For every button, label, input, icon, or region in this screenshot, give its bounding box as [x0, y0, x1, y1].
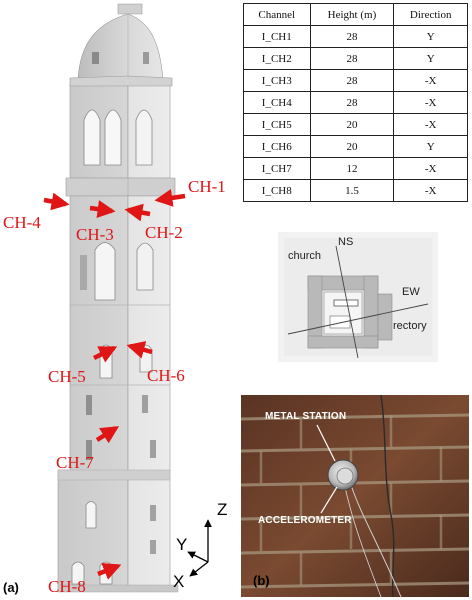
label-ch7: CH-7 — [56, 453, 94, 472]
cell-direction: -X — [393, 179, 468, 202]
cell-height: 28 — [309, 69, 395, 92]
arrow-ch3 — [89, 200, 116, 218]
sensor-arrows — [43, 188, 186, 580]
plan-church-label: church — [288, 250, 322, 262]
label-ch6: CH-6 — [147, 366, 185, 385]
label-ch8: CH-8 — [48, 577, 86, 596]
label-ch5: CH-5 — [48, 367, 86, 386]
plan-ns-label: NS — [338, 236, 354, 248]
cell-height: 28 — [309, 91, 395, 114]
cell-direction: -X — [393, 157, 468, 180]
axis-z-label: Z — [217, 500, 228, 519]
photo-sensor-label: ACCELEROMETER — [258, 515, 352, 526]
photo-station-label: METAL STATION — [265, 411, 347, 422]
cell-height: 28 — [309, 25, 395, 48]
cell-direction: Y — [393, 47, 468, 70]
arrow-ch7 — [95, 426, 120, 444]
cell-direction: Y — [393, 25, 468, 48]
arrow-ch2 — [124, 203, 151, 222]
cell-channel: I_CH7 — [243, 157, 311, 180]
panel-a-tag: (a) — [3, 580, 19, 595]
cell-channel: I_CH4 — [243, 91, 311, 114]
arrow-ch4 — [43, 192, 70, 211]
plan-ew-label: EW — [402, 286, 420, 298]
brick-wall — [241, 395, 469, 597]
arrow-ch5 — [92, 345, 118, 363]
cell-height: 12 — [309, 157, 395, 180]
cell-direction: -X — [393, 113, 468, 136]
table-header-row: Channel Height (m) Direction — [243, 3, 468, 26]
cell-channel: I_CH5 — [243, 113, 311, 136]
label-ch1: CH-1 — [188, 177, 226, 196]
cell-height: 20 — [309, 113, 395, 136]
cell-channel: I_CH3 — [243, 69, 311, 92]
header-direction: Direction — [393, 3, 468, 26]
cell-channel: I_CH8 — [243, 179, 311, 202]
cell-direction: -X — [393, 69, 468, 92]
axis-triad — [187, 519, 212, 577]
axis-y-label: Y — [176, 535, 188, 554]
cell-direction: -X — [393, 91, 468, 114]
label-ch2: CH-2 — [145, 223, 183, 242]
cell-height: 1.5 — [309, 179, 395, 202]
arrow-ch6 — [126, 341, 153, 359]
cell-height: 20 — [309, 135, 395, 158]
plan-rectory-label: rectory — [393, 320, 427, 332]
tower-model — [57, 3, 179, 593]
cell-height: 28 — [309, 47, 395, 70]
panel-b-tag: (b) — [253, 573, 270, 588]
header-channel: Channel — [243, 3, 311, 26]
arrow-ch1 — [154, 188, 186, 207]
site-plan — [278, 232, 438, 362]
sensor-photo — [241, 395, 469, 597]
cell-direction: Y — [393, 135, 468, 158]
arrow-ch8 — [97, 562, 122, 580]
cell-channel: I_CH1 — [243, 25, 311, 48]
axis-x-label: X — [173, 572, 185, 591]
label-ch4: CH-4 — [3, 213, 41, 232]
cell-channel: I_CH6 — [243, 135, 311, 158]
header-height: Height (m) — [309, 3, 395, 26]
cell-channel: I_CH2 — [243, 47, 311, 70]
label-ch3: CH-3 — [76, 225, 114, 244]
